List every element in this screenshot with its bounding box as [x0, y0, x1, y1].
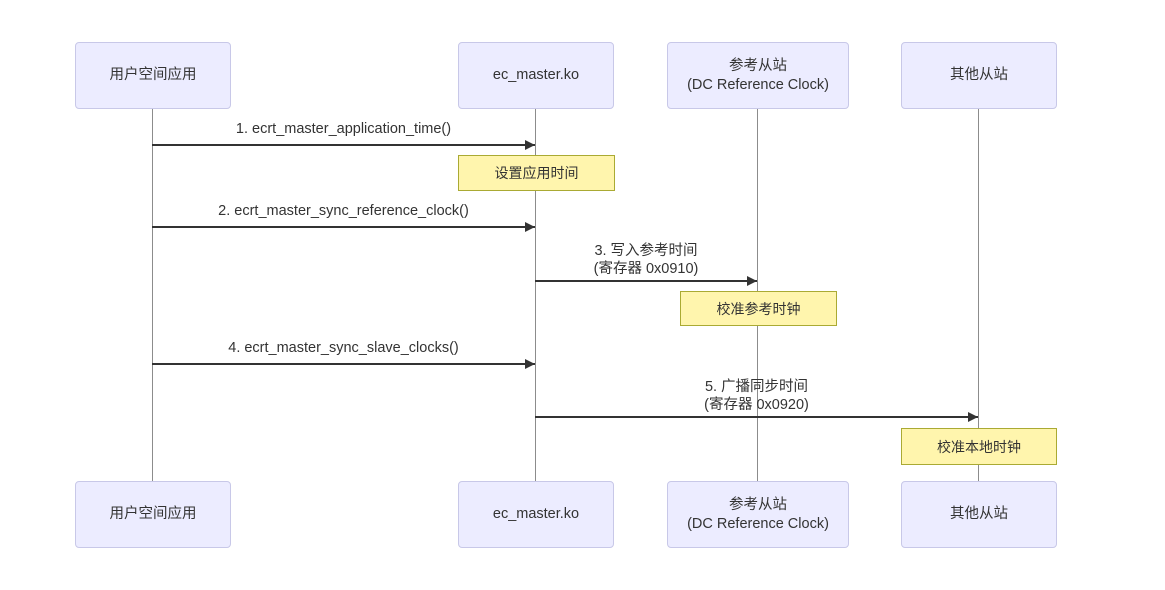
message-5-arrowhead-icon	[968, 412, 978, 422]
message-2-arrowhead-icon	[525, 222, 535, 232]
note-calibrate-reference-clock: 校准参考时钟	[680, 291, 837, 326]
actor-top-ec-master: ec_master.ko	[458, 42, 614, 109]
message-5-label: 5. 广播同步时间 (寄存器 0x0920)	[535, 378, 978, 414]
note-text: 校准本地时钟	[937, 438, 1021, 455]
actor-bottom-other-slaves: 其他从站	[901, 481, 1057, 548]
actor-label-line1: 参考从站	[729, 57, 787, 74]
actor-top-ref-slave: 参考从站 (DC Reference Clock)	[667, 42, 849, 109]
message-3-arrow-line	[535, 280, 757, 282]
message-5-text-line2: (寄存器 0x0920)	[704, 397, 809, 413]
actor-label: 其他从站	[950, 67, 1008, 83]
actor-label: ec_master.ko	[492, 67, 580, 83]
message-5-arrow-line	[535, 416, 978, 418]
actor-label: 用户空间应用	[109, 67, 197, 83]
message-1-arrowhead-icon	[525, 140, 535, 150]
actor-label-line1: 参考从站	[729, 496, 787, 513]
note-set-application-time: 设置应用时间	[458, 155, 615, 191]
lifeline-user-app	[152, 109, 153, 481]
actor-top-other-slaves: 其他从站	[901, 42, 1057, 109]
lifeline-ec-master	[535, 109, 536, 481]
message-5-text-line1: 5. 广播同步时间	[704, 379, 809, 395]
actor-top-user-app: 用户空间应用	[75, 42, 231, 109]
actor-bottom-user-app: 用户空间应用	[75, 481, 231, 548]
actor-bottom-ref-slave: 参考从站 (DC Reference Clock)	[667, 481, 849, 548]
message-1-text: 1. ecrt_master_application_time()	[235, 121, 452, 137]
message-1-label: 1. ecrt_master_application_time()	[152, 120, 535, 138]
message-4-label: 4. ecrt_master_sync_slave_clocks()	[152, 339, 535, 357]
message-3-text-line2: (寄存器 0x0910)	[593, 261, 699, 277]
actor-label: 其他从站	[950, 506, 1008, 522]
actor-label-line2: (DC Reference Clock)	[687, 76, 829, 93]
message-2-text: 2. ecrt_master_sync_reference_clock()	[218, 203, 469, 219]
note-text: 校准参考时钟	[716, 300, 801, 317]
actor-bottom-ec-master: ec_master.ko	[458, 481, 614, 548]
message-3-arrowhead-icon	[747, 276, 757, 286]
message-2-arrow-line	[152, 226, 535, 228]
message-3-text-line1: 3. 写入参考时间	[594, 243, 698, 259]
message-4-arrowhead-icon	[525, 359, 535, 369]
message-4-text: 4. ecrt_master_sync_slave_clocks()	[228, 340, 459, 356]
message-4-arrow-line	[152, 363, 535, 365]
actor-label: ec_master.ko	[492, 506, 580, 522]
actor-label: 用户空间应用	[109, 506, 197, 522]
message-2-label: 2. ecrt_master_sync_reference_clock()	[152, 202, 535, 220]
message-3-label: 3. 写入参考时间 (寄存器 0x0910)	[535, 242, 757, 278]
message-1-arrow-line	[152, 144, 535, 146]
note-calibrate-local-clock: 校准本地时钟	[901, 428, 1057, 465]
note-text: 设置应用时间	[494, 165, 579, 181]
lifeline-other-slaves	[978, 109, 979, 481]
actor-label-line2: (DC Reference Clock)	[687, 515, 829, 532]
